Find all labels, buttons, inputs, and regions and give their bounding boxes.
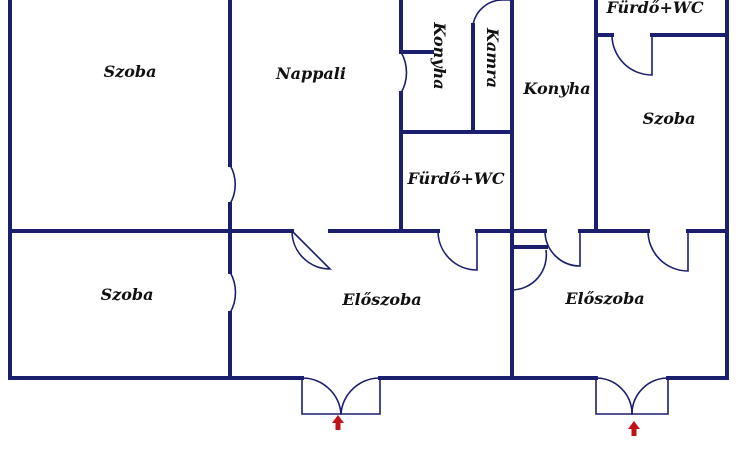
door-eloszoba-top (291, 230, 332, 270)
door-furdo-mid (437, 230, 478, 271)
label-eloszoba-left: Előszoba (341, 290, 421, 309)
label-szoba-right: Szoba (643, 109, 696, 128)
label-szoba-top-left: Szoba (104, 62, 157, 81)
label-konyha-rotated: Konyha (430, 21, 449, 89)
door-konyha-rotated (400, 51, 408, 94)
door-furdo-top-right (611, 34, 653, 76)
doors (229, 0, 689, 415)
door-nappali-left (229, 164, 237, 205)
room-labels: Szoba Nappali Konyha Kamra Fürdő+WC Kony… (101, 0, 704, 309)
label-furdo-mid: Fürdő+WC (406, 169, 504, 188)
entry-door-left-a (301, 377, 342, 415)
door-konyha-right (544, 230, 581, 267)
label-eloszoba-right: Előszoba (564, 289, 644, 308)
walls (8, 0, 729, 380)
entry-arrow-right-icon (628, 421, 640, 436)
label-furdo-top-right: Fürdő+WC (605, 0, 703, 17)
door-szoba-right (647, 230, 689, 272)
entry-door-left-b (340, 377, 381, 415)
door-kamra (472, 0, 512, 26)
entry-door-right-a (595, 377, 633, 415)
entry-arrow-left-icon (332, 415, 344, 430)
label-kamra: Kamra (483, 27, 502, 88)
label-szoba-bottom-left: Szoba (101, 285, 154, 304)
door-szoba-bottom (229, 271, 237, 314)
label-nappali: Nappali (275, 64, 346, 83)
entry-door-right-b (631, 377, 669, 415)
label-konyha-right: Konyha (522, 79, 590, 98)
entry-arrows (332, 415, 640, 436)
door-eloszoba-right-left (511, 249, 548, 291)
